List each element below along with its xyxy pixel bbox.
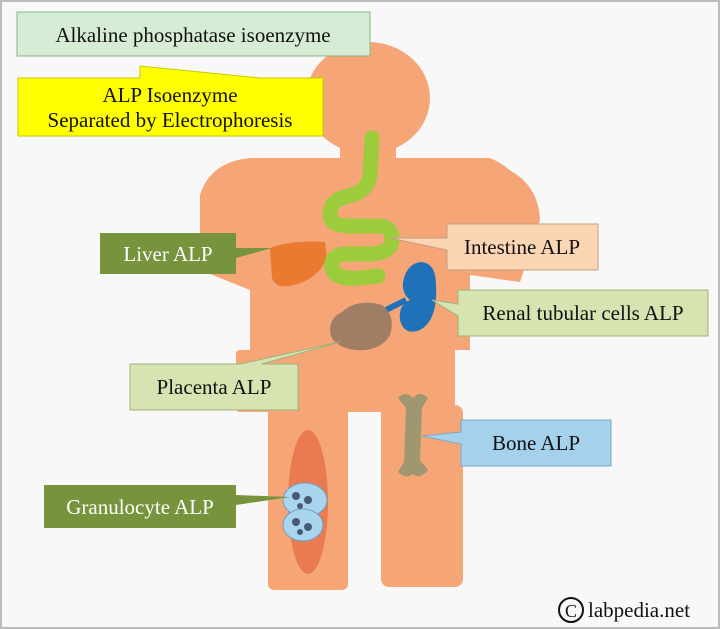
head	[306, 42, 430, 154]
bone-organ	[398, 394, 428, 477]
renal-callout	[431, 289, 709, 337]
placenta-callout	[129, 341, 341, 411]
subtitle-line1: ALP Isoenzyme	[102, 83, 237, 107]
granulocyte-label: Granulocyte ALP	[66, 495, 214, 519]
body-silhouette	[200, 42, 540, 590]
watermark: C labpedia.net	[558, 597, 690, 623]
renal-label: Renal tubular cells ALP	[482, 301, 683, 325]
intestine-label: Intestine ALP	[464, 235, 580, 259]
title-box	[16, 11, 371, 57]
subtitle-callout	[17, 65, 324, 137]
right-leg	[381, 405, 463, 587]
copyright-icon	[558, 597, 584, 623]
placenta-label: Placenta ALP	[157, 375, 272, 399]
intestine-organ	[322, 130, 400, 286]
intestine-callout	[389, 223, 599, 271]
liver-organ	[270, 241, 327, 287]
placenta-organ	[330, 302, 392, 351]
bone-label: Bone ALP	[492, 431, 580, 455]
watermark-text: labpedia.net	[588, 598, 690, 622]
granulocyte-cell	[282, 482, 328, 542]
subtitle-line2: Separated by Electrophoresis	[48, 108, 293, 132]
liver-label: Liver ALP	[123, 242, 212, 266]
liver-callout	[100, 233, 272, 274]
bone-callout	[421, 419, 612, 467]
kidney-organ	[399, 262, 437, 332]
granulocyte-callout	[44, 485, 290, 528]
torso	[200, 158, 530, 412]
copyright-icon-letter: C	[565, 601, 577, 621]
title-text: Alkaline phosphatase isoenzyme	[55, 23, 330, 47]
